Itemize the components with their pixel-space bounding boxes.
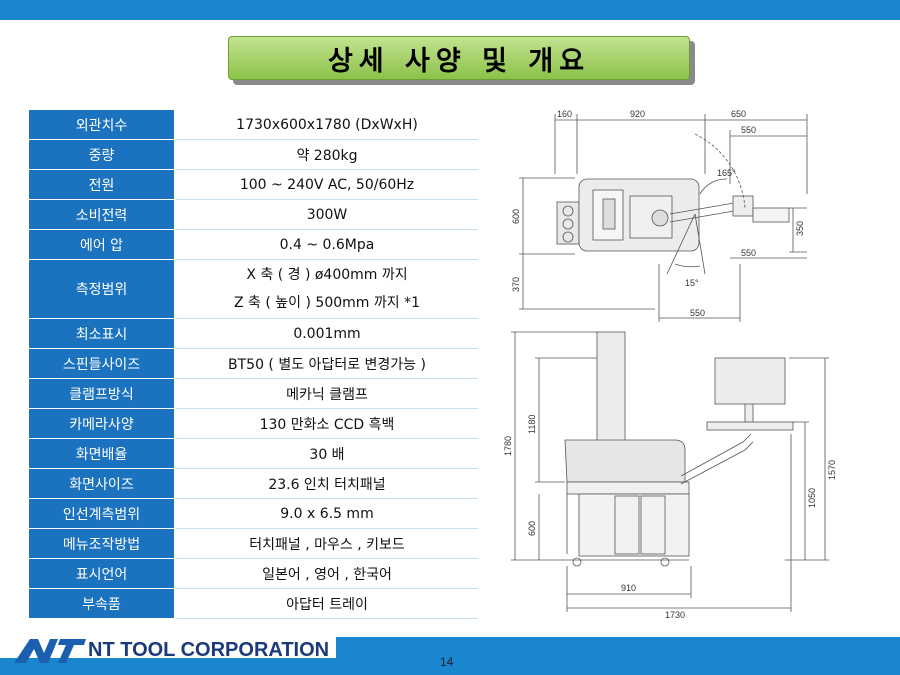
spec-label: 카메라사양 xyxy=(29,408,176,439)
top-banner xyxy=(0,0,900,20)
company-name: NT TOOL CORPORATION xyxy=(88,639,330,661)
top-view-dimensions: 160 920 650 550 600 350 550 370 550 165°… xyxy=(511,109,805,318)
table-row: 소비전력 300W xyxy=(29,199,478,230)
spec-value: 약 280kg xyxy=(175,139,478,170)
spec-label: 에어 압 xyxy=(29,229,176,260)
table-row: 클램프방식 메카닉 클램프 xyxy=(29,378,478,409)
dim-label: 920 xyxy=(630,109,645,119)
table-row: 카메라사양 130 만화소 CCD 흑백 xyxy=(29,408,478,439)
spec-label: 전원 xyxy=(29,169,176,200)
spec-value: 메카닉 클램프 xyxy=(175,378,478,409)
spec-value: 터치패널 , 마우스 , 키보드 xyxy=(175,528,478,559)
dim-label: 350 xyxy=(795,221,805,236)
spec-label: 외관치수 xyxy=(29,110,176,140)
nt-logo-icon xyxy=(14,639,86,663)
spec-label: 화면배율 xyxy=(29,438,176,469)
dim-label: 650 xyxy=(731,109,746,119)
dim-label: 1570 xyxy=(827,460,837,480)
spec-label: 인선계측범위 xyxy=(29,498,176,529)
spec-label: 중량 xyxy=(29,139,176,170)
spec-value: 0.4 ~ 0.6Mpa xyxy=(175,229,478,260)
table-row: 화면사이즈 23.6 인치 터치패널 xyxy=(29,468,478,499)
dim-label: 550 xyxy=(741,125,756,135)
spec-label: 클램프방식 xyxy=(29,378,176,409)
dim-label: 910 xyxy=(621,583,636,593)
table-row: 표시언어 일본어 , 영어 , 한국어 xyxy=(29,558,478,589)
spec-value: 100 ~ 240V AC, 50/60Hz xyxy=(175,169,478,200)
spec-value: 23.6 인치 터치패널 xyxy=(175,468,478,499)
spec-value: 1730x600x1780 (DxWxH) xyxy=(175,110,478,140)
spec-label: 부속품 xyxy=(29,588,176,619)
dim-label: 160 xyxy=(557,109,572,119)
table-row: 부속품 아답터 트레이 xyxy=(29,588,478,619)
dim-label: 1050 xyxy=(807,488,817,508)
dim-label: 1780 xyxy=(503,436,513,456)
footer-stripe xyxy=(0,658,900,675)
spec-label: 표시언어 xyxy=(29,558,176,589)
table-row: 에어 압 0.4 ~ 0.6Mpa xyxy=(29,229,478,260)
spec-label: 메뉴조작방법 xyxy=(29,528,176,559)
spec-value: 9.0 x 6.5 mm xyxy=(175,498,478,529)
table-row: 메뉴조작방법 터치패널 , 마우스 , 키보드 xyxy=(29,528,478,559)
angle-label: 165° xyxy=(717,168,736,178)
spec-value: 30 배 xyxy=(175,438,478,469)
title-box: 상세 사양 및 개요 xyxy=(228,36,690,80)
front-view-dimensions: 1780 1180 1570 1050 600 910 1730 xyxy=(503,415,837,620)
dim-label: 550 xyxy=(690,308,705,318)
table-row: 외관치수 1730x600x1780 (DxWxH) xyxy=(29,110,478,140)
table-row: 화면배율 30 배 xyxy=(29,438,478,469)
spec-value: 일본어 , 영어 , 한국어 xyxy=(175,558,478,589)
spec-value: 300W xyxy=(175,199,478,230)
spec-value-line-2: Z 축 ( 높이 ) 500mm 까지 *1 xyxy=(234,295,420,311)
dim-label: 1180 xyxy=(527,415,537,434)
spec-value: 아답터 트레이 xyxy=(175,588,478,619)
dim-label: 370 xyxy=(511,277,521,292)
spec-label: 화면사이즈 xyxy=(29,468,176,499)
dim-label: 600 xyxy=(511,209,521,224)
table-row: 스핀들사이즈 BT50 ( 별도 아답터로 변경가능 ) xyxy=(29,348,478,379)
table-row: 중량 약 280kg xyxy=(29,139,478,170)
spec-value: 130 만화소 CCD 흑백 xyxy=(175,408,478,439)
machine-drawing: 160 920 650 550 600 350 550 370 550 165°… xyxy=(503,109,837,620)
spec-label: 소비전력 xyxy=(29,199,176,230)
table-row: 인선계측범위 9.0 x 6.5 mm xyxy=(29,498,478,529)
table-row: 최소표시 0.001mm xyxy=(29,318,478,349)
table-row: 전원 100 ~ 240V AC, 50/60Hz xyxy=(29,169,478,200)
spec-value: 0.001mm xyxy=(175,318,478,349)
spec-table: 외관치수 1730x600x1780 (DxWxH) 중량 약 280kg 전원… xyxy=(29,110,478,619)
page-number: 14 xyxy=(440,655,454,669)
spec-label: 측정범위 xyxy=(29,259,176,319)
dim-label: 550 xyxy=(741,248,756,258)
spec-label: 최소표시 xyxy=(29,318,176,349)
spec-label: 스핀들사이즈 xyxy=(29,348,176,379)
title-banner: 상세 사양 및 개요 xyxy=(228,36,695,85)
spec-value: BT50 ( 별도 아답터로 변경가능 ) xyxy=(175,348,478,379)
page-title: 상세 사양 및 개요 xyxy=(327,45,591,77)
top-view xyxy=(519,114,808,322)
spec-value-line-1: X 축 ( 경 ) ø400mm 까지 xyxy=(246,267,408,283)
dim-label: 1730 xyxy=(665,610,685,620)
table-row: 측정범위 X 축 ( 경 ) ø400mm 까지 Z 축 ( 높이 ) 500m… xyxy=(29,259,478,319)
dim-label: 600 xyxy=(527,521,537,536)
angle-label: 15° xyxy=(685,278,699,288)
front-view xyxy=(511,331,829,612)
spec-value-multi: X 축 ( 경 ) ø400mm 까지 Z 축 ( 높이 ) 500mm 까지 … xyxy=(175,259,478,319)
footer-stripe-upper xyxy=(336,637,900,658)
